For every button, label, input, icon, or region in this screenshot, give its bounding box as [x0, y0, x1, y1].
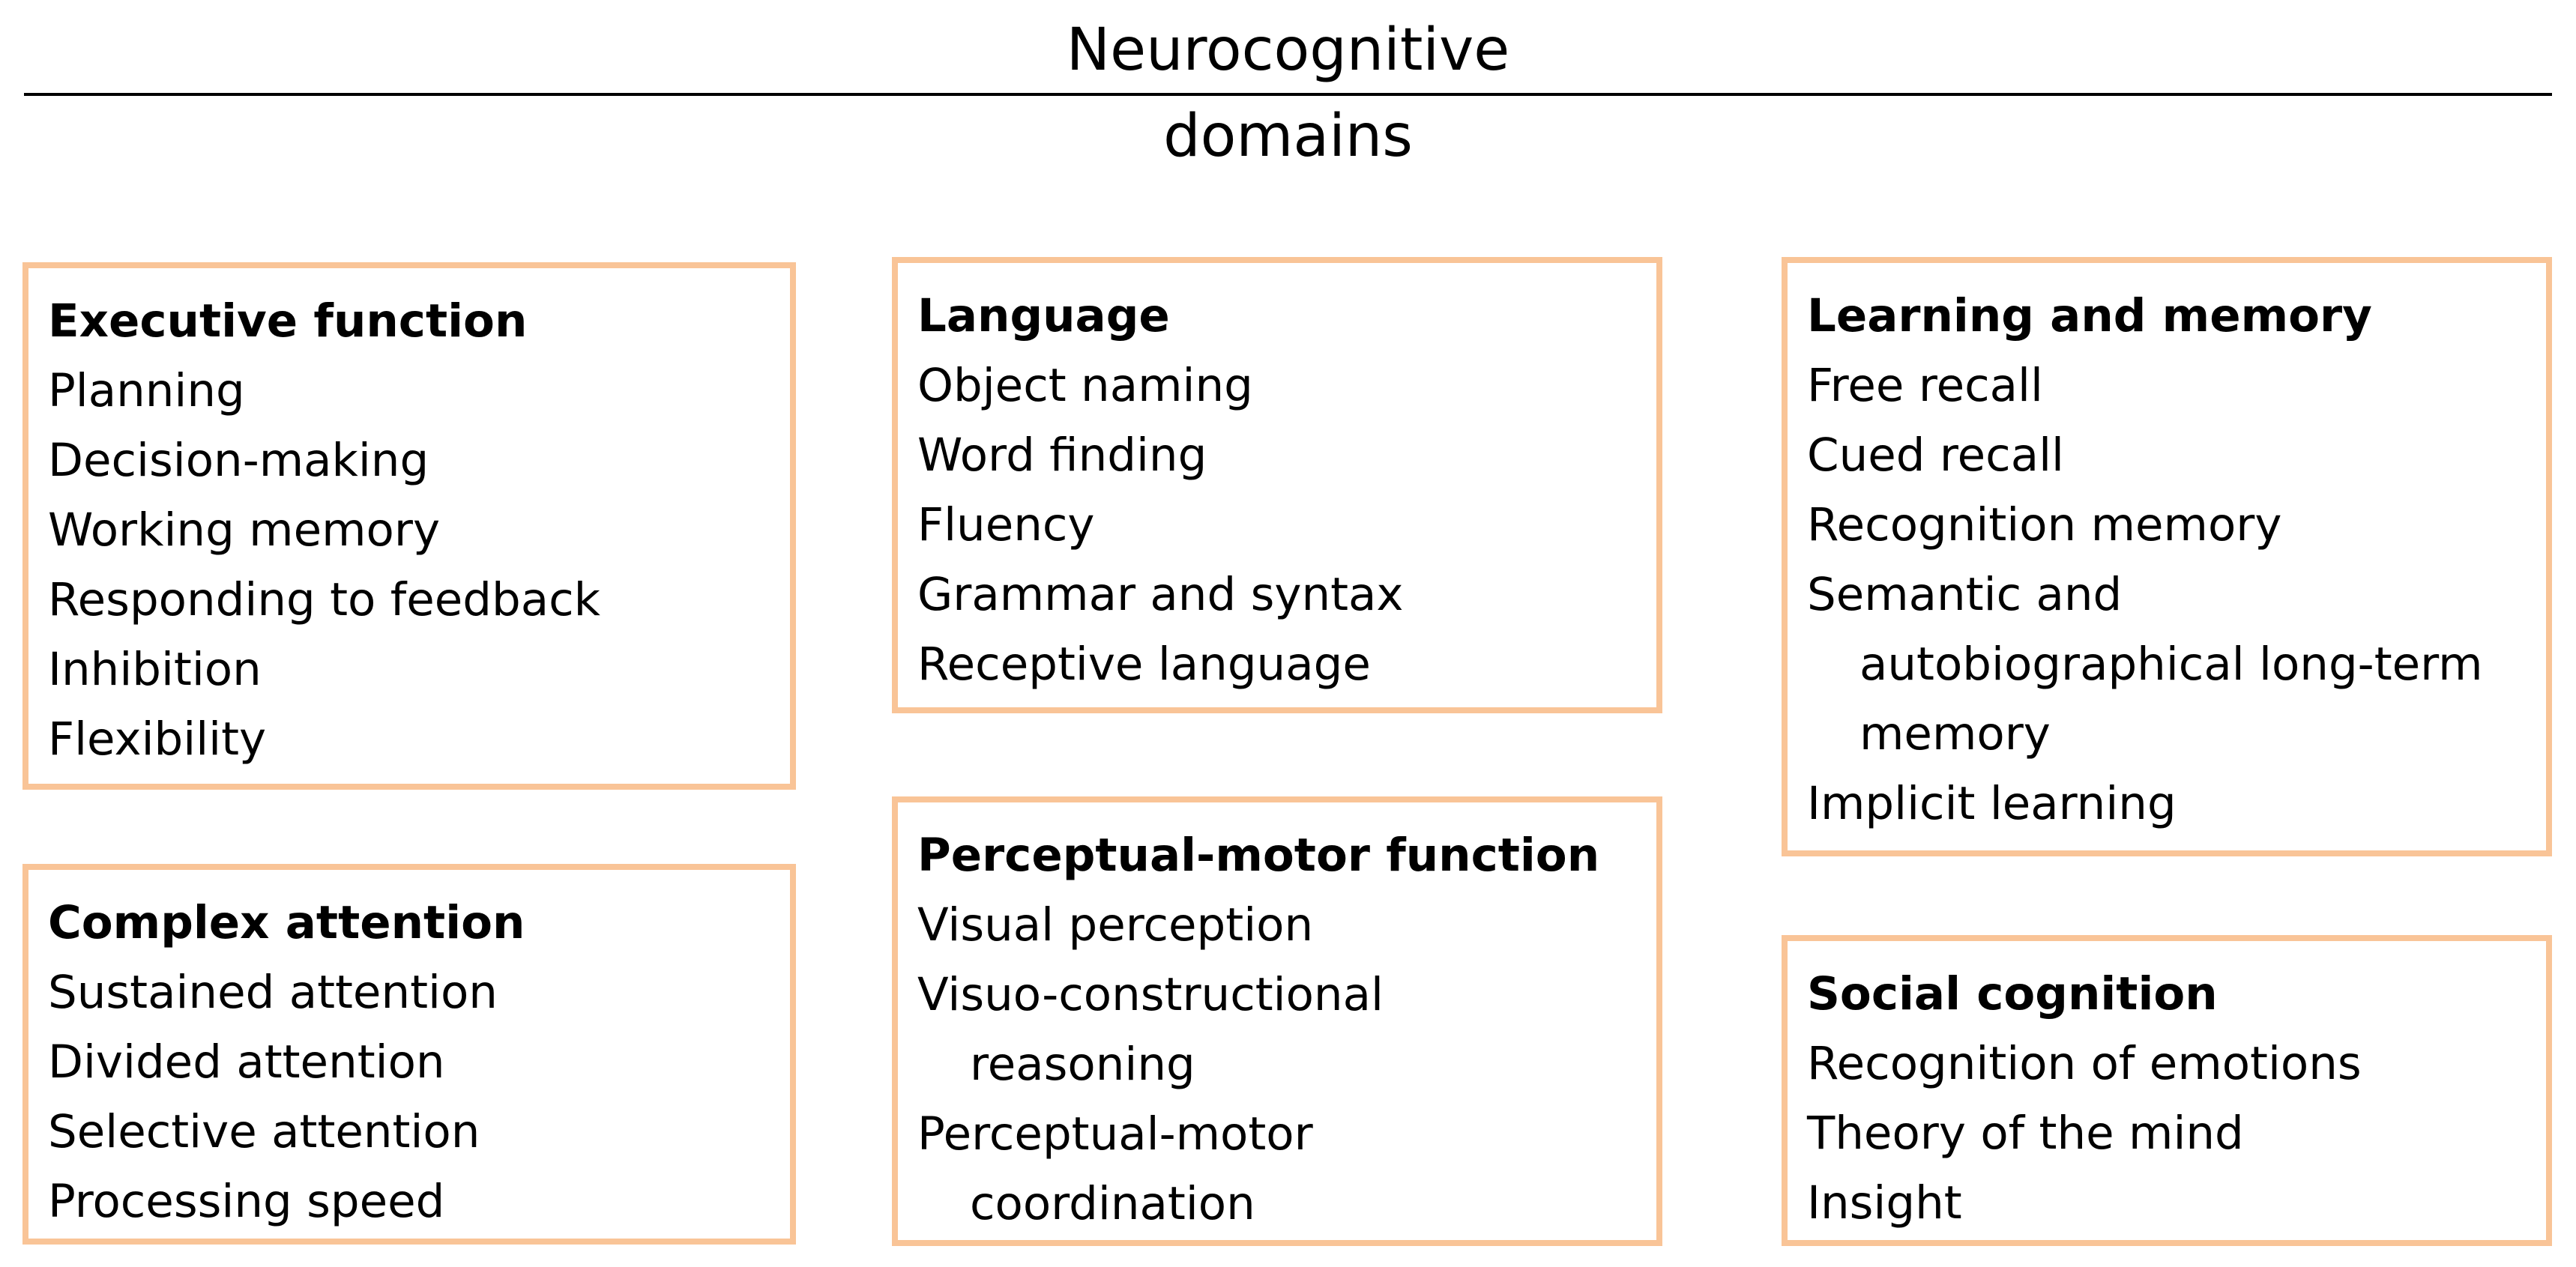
perceptual-motor-box: Perceptual-motor function Visual percept… — [892, 796, 1662, 1246]
language-item-fluency: Fluency — [917, 498, 1095, 551]
learning-memory-heading: Learning and memory — [1807, 289, 2372, 342]
social-item-theory-of-mind: Theory of the mind — [1807, 1107, 2244, 1160]
social-item-recognition-of-emotions: Recognition of emotions — [1807, 1037, 2362, 1090]
learning-item-semantic-and: Semantic and — [1807, 568, 2123, 621]
executive-item-decision-making: Decision-making — [48, 434, 429, 487]
learning-item-free-recall: Free recall — [1807, 359, 2043, 412]
language-box: Language Object naming Word finding Flue… — [892, 257, 1662, 713]
executive-item-working-memory: Working memory — [48, 504, 441, 557]
language-heading: Language — [917, 289, 1170, 342]
perceptual-item-perceptual-motor: Perceptual-motor — [917, 1107, 1313, 1161]
language-item-object-naming: Object naming — [917, 359, 1253, 412]
learning-item-autobiographical: autobiographical long-term — [1859, 638, 2483, 691]
diagram-title-line1: Neurocognitive — [1066, 16, 1510, 84]
attention-item-selective: Selective attention — [48, 1105, 480, 1158]
executive-item-responding-to-feedback: Responding to feedback — [48, 573, 600, 626]
attention-item-sustained: Sustained attention — [48, 966, 498, 1019]
perceptual-motor-heading: Perceptual-motor function — [917, 829, 1600, 882]
complex-attention-heading: Complex attention — [48, 896, 525, 949]
social-cognition-box: Social cognition Recognition of emotions… — [1782, 935, 2552, 1246]
learning-item-implicit-learning: Implicit learning — [1807, 777, 2177, 830]
perceptual-item-coordination: coordination — [970, 1177, 1255, 1230]
language-item-grammar-syntax: Grammar and syntax — [917, 568, 1404, 621]
attention-item-processing-speed: Processing speed — [48, 1175, 445, 1228]
complex-attention-box: Complex attention Sustained attention Di… — [22, 864, 796, 1245]
language-item-word-finding: Word finding — [917, 429, 1207, 482]
social-cognition-heading: Social cognition — [1807, 967, 2218, 1020]
learning-item-recognition-memory: Recognition memory — [1807, 498, 2282, 551]
title-divider — [24, 93, 2552, 96]
executive-function-box: Executive function Planning Decision-mak… — [22, 262, 796, 790]
perceptual-item-visuo-constructional: Visuo-constructional — [917, 968, 1384, 1021]
learning-item-cued-recall: Cued recall — [1807, 429, 2064, 482]
executive-item-planning: Planning — [48, 364, 245, 417]
learning-memory-box: Learning and memory Free recall Cued rec… — [1782, 257, 2552, 856]
executive-item-flexibility: Flexibility — [48, 713, 267, 766]
attention-item-divided: Divided attention — [48, 1035, 445, 1089]
language-item-receptive: Receptive language — [917, 638, 1371, 691]
social-item-insight: Insight — [1807, 1176, 1962, 1230]
executive-item-inhibition: Inhibition — [48, 643, 262, 696]
executive-function-heading: Executive function — [48, 294, 528, 348]
learning-item-memory: memory — [1859, 707, 2051, 760]
perceptual-item-visual-perception: Visual perception — [917, 898, 1314, 952]
diagram-title-line2: domains — [1163, 103, 1413, 170]
perceptual-item-reasoning: reasoning — [970, 1038, 1195, 1091]
